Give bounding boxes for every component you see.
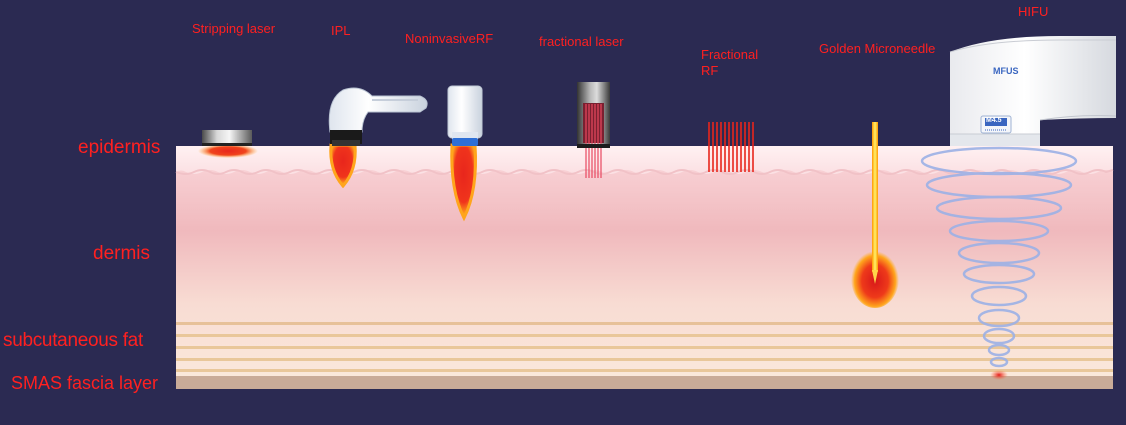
golden-microneedle <box>851 122 899 308</box>
label-noninvasive-rf: NoninvasiveRF <box>405 31 494 46</box>
smas-layer <box>176 376 1113 389</box>
stripping-laser-device <box>198 130 258 158</box>
label-golden-microneedle: Golden Microneedle <box>819 41 936 56</box>
label-fractional-rf-line1: Fractional <box>701 47 759 62</box>
hifu-device <box>949 36 1117 146</box>
ipl-device <box>328 87 428 189</box>
label-stripping-laser: Stripping laser <box>192 21 276 36</box>
label-epidermis: epidermis <box>78 137 161 158</box>
fractional-laser-device <box>577 82 610 178</box>
fractional-rf-lines <box>708 122 754 172</box>
label-dermis: dermis <box>93 243 151 264</box>
label-fractional-laser: fractional laser <box>539 34 624 49</box>
label-subcutaneous-fat: subcutaneous fat <box>3 330 143 351</box>
hifu-focal-point <box>990 370 1008 380</box>
hifu-ultrasound-rings <box>920 146 1078 368</box>
label-fractional-rf-line2: RF <box>701 63 719 78</box>
noninvasive-rf-device <box>447 85 483 222</box>
subcutaneous-fat-bands <box>176 322 1113 372</box>
label-smas-fascia-layer: SMAS fascia layer <box>11 373 159 393</box>
epidermis-layer <box>176 146 1113 174</box>
label-hifu: HIFU <box>1018 4 1049 19</box>
label-ipl: IPL <box>331 23 351 38</box>
hifu-cartridge-text: M4.5 <box>986 117 1002 124</box>
hifu-brand-text: MFUS <box>993 66 1019 76</box>
